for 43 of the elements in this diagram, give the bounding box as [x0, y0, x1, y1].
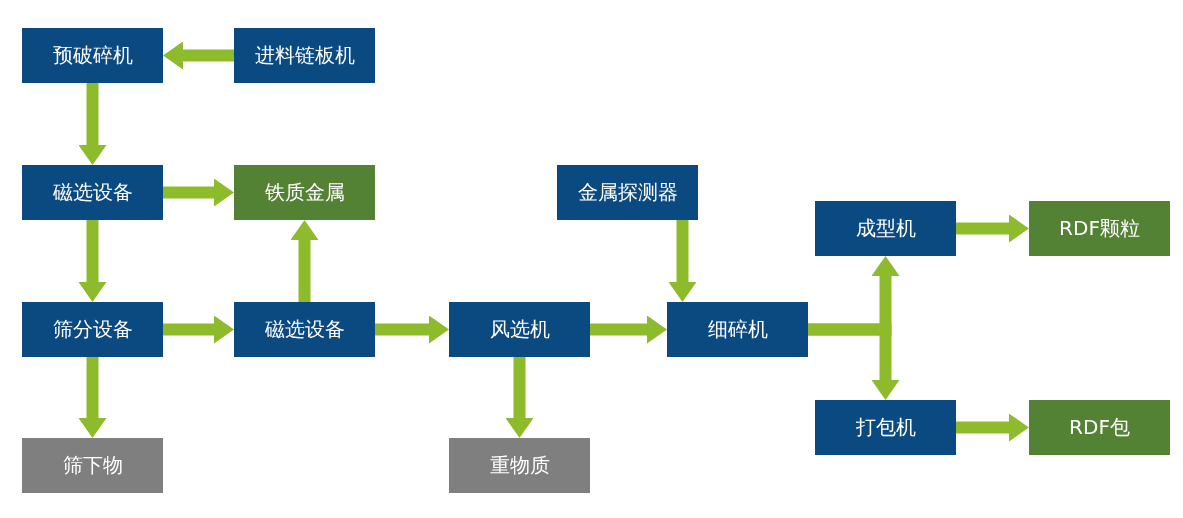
product-box: [234, 165, 375, 220]
residue-box: [22, 438, 163, 493]
box-label: 进料链板机: [254, 42, 355, 69]
process-box: [22, 165, 163, 220]
process-box: [22, 28, 163, 83]
process-box: [234, 302, 375, 357]
arrow: [78, 220, 107, 302]
box-label: RDF颗粒: [1059, 215, 1140, 242]
arrow: [590, 315, 667, 344]
process-box: [557, 165, 698, 220]
box-label: 金属探测器: [577, 179, 678, 206]
process-box: [815, 201, 956, 256]
arrow: [505, 357, 534, 438]
arrow: [956, 413, 1029, 442]
box-label: 重物质: [489, 452, 550, 479]
arrow: [290, 220, 319, 302]
box-label: 磁选设备: [52, 179, 133, 206]
process-box: [234, 28, 375, 83]
arrow: [956, 214, 1029, 243]
box-label: 风选机: [489, 316, 550, 343]
arrow: [668, 220, 697, 302]
box-label: 细碎机: [707, 316, 768, 343]
box-label: 成型机: [855, 215, 916, 242]
arrow: [78, 357, 107, 438]
arrow: [163, 178, 234, 207]
residue-box: [449, 438, 590, 493]
box-label: 磁选设备: [264, 316, 345, 343]
process-box: [667, 302, 808, 357]
box-label: RDF包: [1069, 414, 1130, 441]
arrow: [78, 83, 107, 165]
process-box: [22, 302, 163, 357]
product-box: [1029, 400, 1170, 455]
box-label: 筛分设备: [52, 316, 133, 343]
box-label: 打包机: [855, 414, 916, 441]
box-label: 筛下物: [62, 452, 123, 479]
box-label: 预破碎机: [52, 42, 133, 69]
product-box: [1029, 201, 1170, 256]
box-label: 铁质金属: [264, 179, 345, 206]
arrow: [808, 323, 900, 400]
arrow: [163, 41, 234, 70]
process-box: [449, 302, 590, 357]
process-box: [815, 400, 956, 455]
arrow: [163, 315, 234, 344]
